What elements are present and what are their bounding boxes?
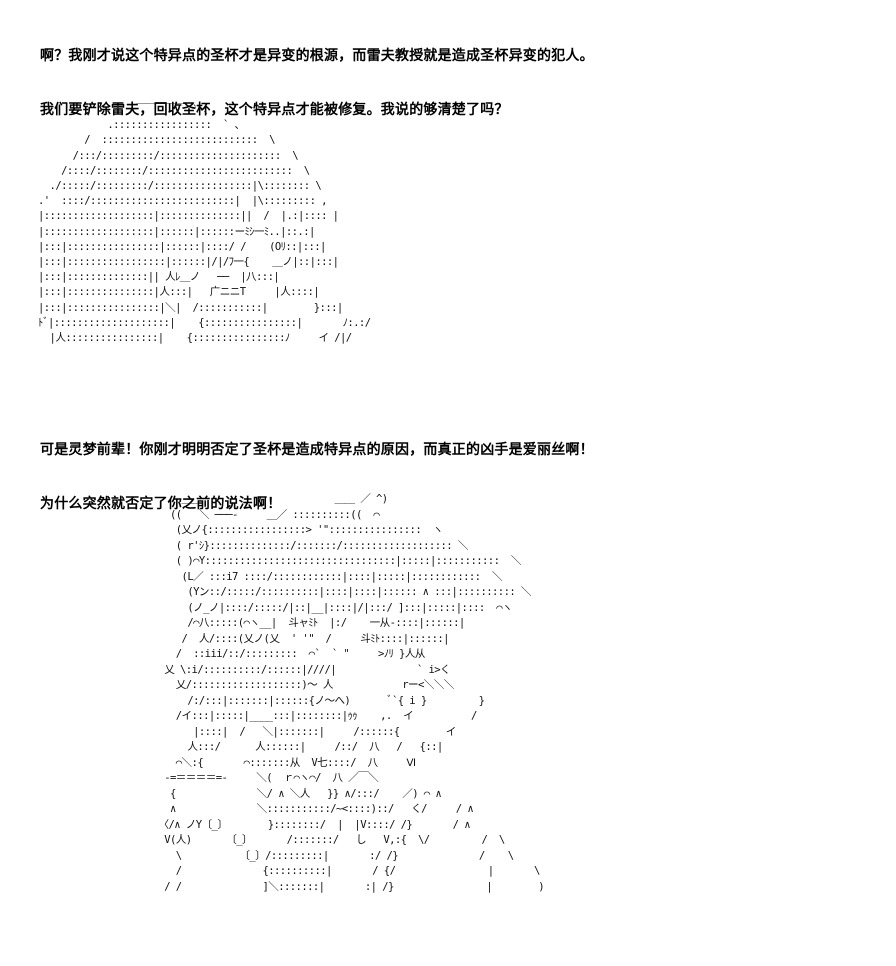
dialogue-block-bottom: 可是灵梦前辈！你刚才明明否定了圣杯是造成特异点的原因，而真正的凶手是爱丽丝啊！ … [40,405,594,531]
dialogue-line: 为什么突然就否定了你之前的说法啊！ [40,496,282,512]
dialogue-line: 可是灵梦前辈！你刚才明明否定了圣杯是造成特异点的原因，而真正的凶手是爱丽丝啊！ [40,442,594,458]
ascii-art-reimu: , ￣￣￣￣￣ ` 、 .::::::::::::::::: ` 、 / :::… [38,104,371,345]
dialogue-line: 啊？我刚才说这个特异点的圣杯才是异变的根源，而雷夫教授就是造成圣杯异变的犯人。 [40,48,594,64]
dialogue-line: 我们要铲除雷夫，回收圣杯，这个特异点才能被修复。我说的够清楚了吗？ [40,102,509,118]
ascii-art-character: ＿＿ ＿＿ ／ ^) (( ＼ ───- ＿／ ::::::::::(( ⌒ (… [158,493,545,893]
dialogue-block-top: 啊？我刚才说这个特异点的圣杯才是异变的根源，而雷夫教授就是造成圣杯异变的犯人。 … [40,11,594,137]
